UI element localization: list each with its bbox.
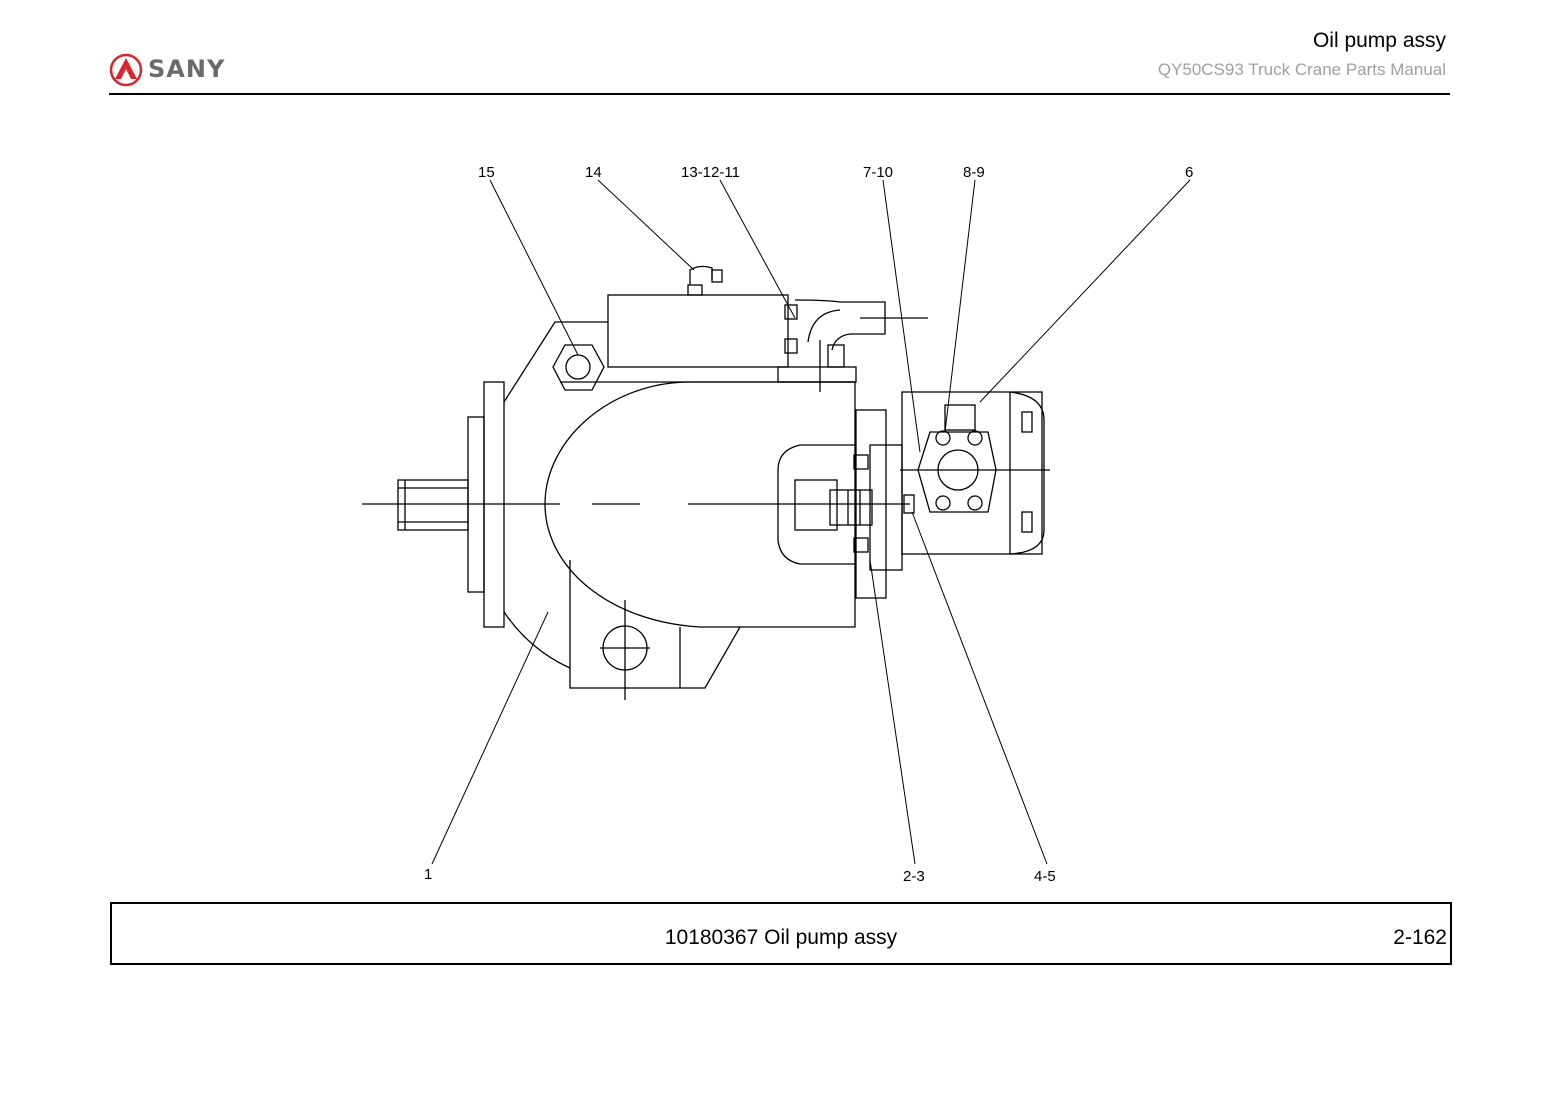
drawing-caption: 10180367 Oil pump assy — [664, 926, 898, 949]
page-title: Oil pump assy — [1312, 29, 1446, 52]
callout-7-10: 7-10 — [863, 164, 893, 181]
callout-13-12-11: 13-12-11 — [681, 164, 740, 181]
callout-14: 14 — [585, 164, 602, 181]
sany-logo-icon — [109, 53, 143, 87]
callout-8-9: 8-9 — [963, 164, 985, 181]
brand-wordmark: SANY — [148, 55, 226, 83]
callout-2-3: 2-3 — [903, 868, 925, 885]
header-divider — [109, 93, 1450, 95]
callout-15: 15 — [478, 164, 495, 181]
caption-box: 10180367 Oil pump assy 2-162 — [110, 902, 1452, 965]
callout-6: 6 — [1185, 164, 1193, 181]
callout-4-5: 4-5 — [1034, 868, 1056, 885]
callout-1: 1 — [424, 866, 432, 883]
manual-subtitle: QY50CS93 Truck Crane Parts Manual — [1157, 60, 1446, 79]
page-number: 2-162 — [1393, 926, 1447, 949]
